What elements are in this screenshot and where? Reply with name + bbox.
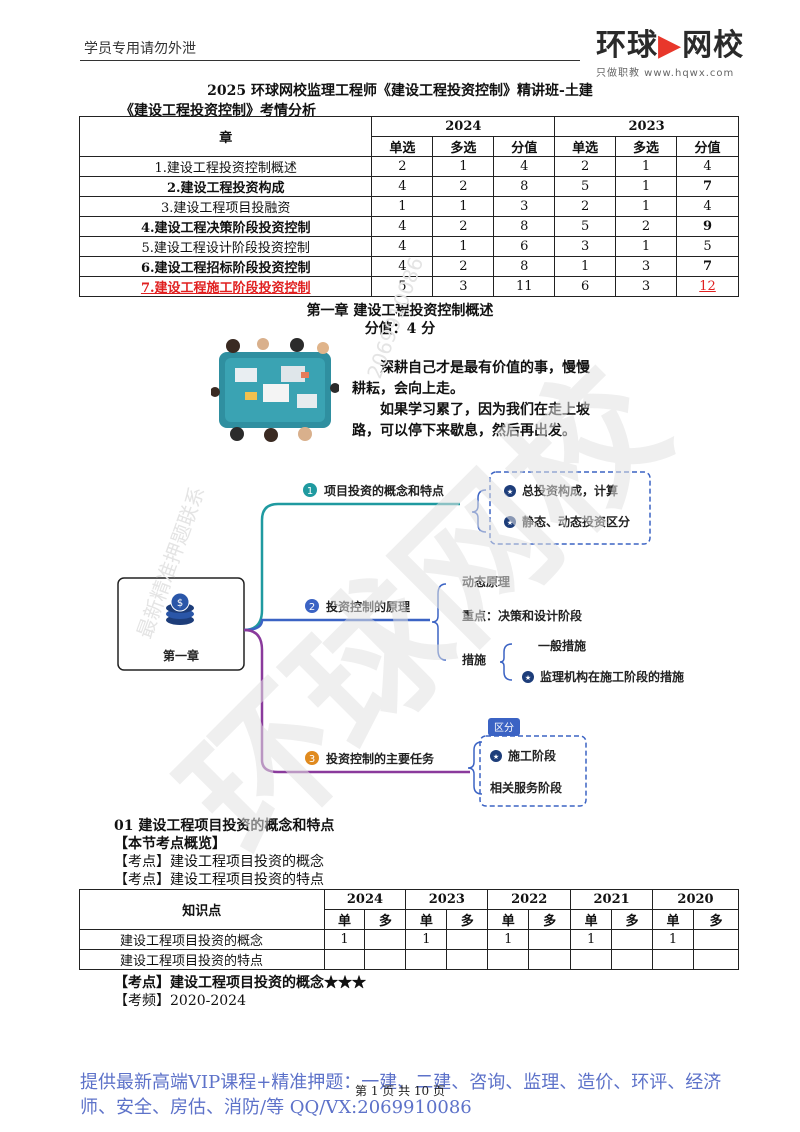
brand-logo: 环球▶网校 只做职教 www.hqwx.com — [596, 28, 746, 80]
branch-1-label: 项目投资的概念和特点 — [324, 483, 444, 498]
svg-text:措施: 措施 — [462, 652, 486, 667]
sub-col: 单选 — [371, 136, 434, 157]
key-point-concept: 【考点】建设工程项目投资的概念 — [114, 854, 324, 870]
motivational-quote: 深耕自己才是最有价值的事，慢慢耕耘，会向上走。 如果学习累了，因为我们在走上坡路… — [352, 358, 602, 442]
header-rule — [80, 60, 580, 61]
knowledge-point-frequency-table: 知识点 2024 2023 2022 2021 2020 单多 单多 单多 单多… — [79, 889, 740, 970]
svg-text:3: 3 — [309, 754, 315, 765]
svg-text:动态原理: 动态原理 — [462, 574, 510, 589]
svg-text:★: ★ — [507, 488, 513, 496]
key-point-features: 【考点】建设工程项目投资的特点 — [114, 872, 324, 888]
logo-text-b: 网校 — [682, 28, 745, 63]
svg-text:一般措施: 一般措施 — [538, 638, 586, 653]
chapter-score: 分值：4 分 — [364, 321, 436, 337]
branch-2-number-badge — [305, 599, 319, 613]
chapter-title: 第一章 建设工程投资控制概述 — [306, 303, 494, 319]
sub-col: 单选 — [554, 136, 617, 157]
quote-line-1: 深耕自己才是最有价值的事，慢慢耕耘，会向上走。 — [352, 360, 590, 397]
logo-slogan: 只做职教 www.hqwx.com — [596, 68, 735, 79]
star-bullet-icon — [504, 516, 516, 528]
svg-text:★: ★ — [507, 519, 513, 527]
table-row: 建设工程项目投资的特点 — [79, 949, 740, 970]
sub-col: 分值 — [676, 136, 739, 157]
team-meeting-illustration — [211, 338, 339, 442]
branch-2-connector — [243, 618, 430, 632]
sub-col: 多选 — [432, 136, 495, 157]
exam-frequency: 【考频】2020-2024 — [114, 993, 246, 1009]
table-row: 建设工程项目投资的概念 1 1 1 1 1 — [79, 929, 740, 950]
branch-1-number-badge — [303, 483, 317, 497]
col-chapter: 章 — [78, 116, 373, 157]
svg-text:施工阶段: 施工阶段 — [508, 748, 557, 763]
section-overview-label: 【本节考点概览】 — [114, 836, 226, 852]
branch-1-group-box — [489, 471, 651, 545]
branch-2-label: 投资控制的原理 — [326, 599, 410, 614]
header-confidential-text: 学员专用请勿外泄 — [84, 41, 196, 57]
document-title: 2025 环球网校监理工程师《建设工程投资控制》精讲班-土建 — [207, 83, 593, 99]
col-year-2024: 2024 — [371, 116, 556, 137]
exam-analysis-table: 章 2024 2023 单选 多选 分值 单选 多选 分值 1.建设工程投资控制… — [78, 116, 739, 297]
svg-text:监理机构在施工阶段的措施: 监理机构在施工阶段的措施 — [540, 669, 684, 684]
svg-text:$: $ — [177, 598, 183, 609]
col-year-2023: 2023 — [554, 116, 739, 137]
star-bullet-icon — [522, 671, 534, 683]
branch-3-connector — [243, 628, 470, 774]
chapter-mindmap: $ 第一章 1 项目投资的概念和特点 ★ 总投资构成，计算 ★ 静态、动态投资区… — [117, 471, 684, 807]
distinguish-tag — [488, 718, 520, 736]
svg-text:区分: 区分 — [494, 722, 514, 734]
col-knowledge-point: 知识点 — [79, 889, 325, 930]
svg-text:★: ★ — [493, 753, 499, 761]
analysis-title: 《建设工程投资控制》考情分析 — [120, 103, 316, 119]
sub-col: 多选 — [615, 136, 678, 157]
coin-stack-icon: $ — [166, 592, 194, 625]
promo-footer-text: 提供最新高端VIP课程+精准押题：一建、二建、咨询、监理、造价、环评、经济师、安… — [80, 1072, 722, 1118]
branch-3-group-box — [479, 735, 587, 807]
section-01-title: 01 建设工程项目投资的概念和特点 — [114, 818, 335, 834]
quote-line-2: 如果学习累了，因为我们在走上坡路，可以停下来歇息，然后再出发。 — [352, 402, 590, 439]
star-bullet-icon — [490, 750, 502, 762]
key-point-concept-starred: 【考点】建设工程项目投资的概念★★★ — [114, 975, 366, 991]
svg-text:2: 2 — [309, 602, 315, 613]
svg-text:总投资构成，计算: 总投资构成，计算 — [522, 483, 618, 498]
logo-text-a: 环球 — [596, 28, 658, 63]
svg-text:重点：决策和设计阶段: 重点：决策和设计阶段 — [462, 608, 583, 623]
svg-text:静态、动态投资区分: 静态、动态投资区分 — [522, 514, 630, 529]
star-bullet-icon — [504, 485, 516, 497]
sub-col: 分值 — [493, 136, 556, 157]
svg-text:1: 1 — [307, 486, 313, 497]
svg-text:★: ★ — [525, 674, 531, 682]
branch-3-number-badge — [305, 751, 319, 765]
svg-text:相关服务阶段: 相关服务阶段 — [490, 780, 563, 795]
play-icon: ▶ — [658, 28, 683, 63]
mindmap-root-label: 第一章 — [163, 648, 199, 663]
page-number: 第 1 页 共 10 页 — [355, 1084, 445, 1098]
branch-3-label: 投资控制的主要任务 — [326, 751, 435, 766]
